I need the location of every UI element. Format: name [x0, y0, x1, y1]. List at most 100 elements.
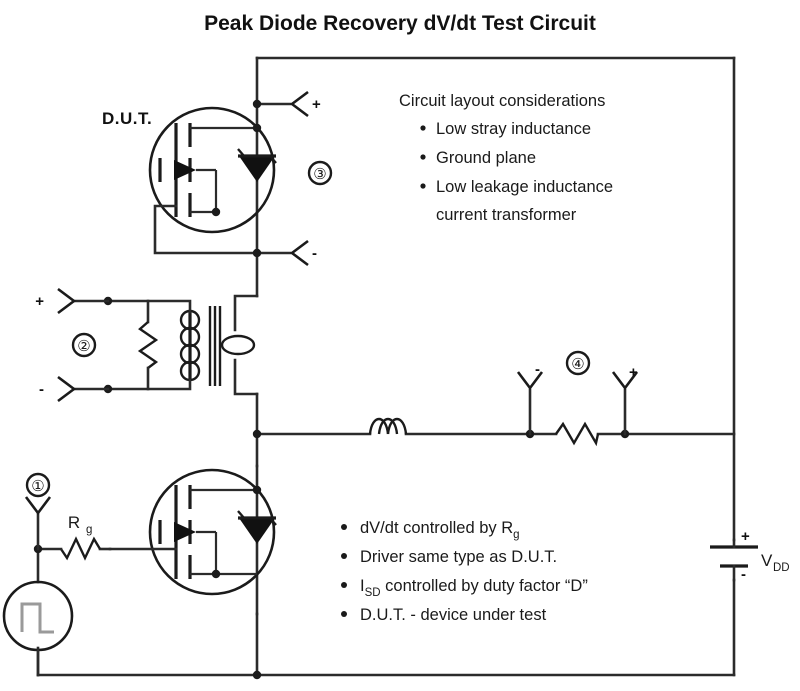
bullet-text-3: D.U.T. - device under test: [360, 606, 547, 624]
layout-item-2: Low leakage inductance: [436, 178, 613, 196]
bullet-text-0-pre: dV/dt controlled by R: [360, 519, 513, 537]
probe-2-plus-polarity: +: [35, 293, 44, 310]
gate-resistor[interactable]: [36, 536, 112, 561]
inductor-loop-2: [377, 417, 399, 435]
bullet-text-1: Driver same type as D.U.T.: [360, 548, 557, 566]
pulse-source-circle: [2, 580, 74, 652]
probe-3-minus[interactable]: -: [255, 239, 317, 267]
bullet-text-2-pre: I: [360, 577, 365, 595]
bullet-dot-3: [341, 611, 347, 617]
probe-3-minus-polarity: -: [312, 245, 317, 262]
probe-4-plus-polarity: +: [629, 364, 638, 381]
primary-lead-bottom: [106, 378, 192, 391]
notes-bullet-list: dV/dt controlled by Rg Driver same type …: [341, 519, 588, 624]
driver-mosfet[interactable]: [108, 468, 277, 596]
probe-1-tip: [24, 496, 52, 516]
series-inductor[interactable]: [368, 417, 408, 435]
mid-node: [252, 429, 262, 439]
layout-item-1: Ground plane: [436, 149, 536, 167]
marker-4-number: ④: [571, 356, 584, 373]
probe-1[interactable]: [24, 496, 52, 551]
marker-3-circle: [307, 160, 333, 186]
layout-bullet-dot-2: [420, 183, 426, 189]
probe-3-minus-tip: [289, 239, 309, 267]
marker-2-number: ②: [77, 338, 90, 355]
marker-2-circle: [71, 332, 97, 358]
battery-minus: -: [741, 566, 746, 583]
transformer-primary: [179, 309, 201, 382]
layout-bullet-dot-0: [420, 125, 426, 131]
driver-source-node: [211, 569, 221, 579]
probe-2-minus-tip: [57, 375, 77, 403]
inductor-loop-1: [368, 417, 390, 435]
driver-body-diode-tick-right: [269, 517, 277, 526]
driver-drain-node: [252, 485, 262, 495]
inductor-loop-3: [386, 417, 408, 435]
dut-source-node: [211, 207, 221, 217]
dut-gate-lead: [153, 204, 259, 255]
dut-body-arrow: [174, 160, 196, 180]
driver-body-arrow: [174, 522, 196, 542]
probe-2-plus[interactable]: +: [35, 287, 110, 315]
dut-label: D.U.T.: [102, 109, 152, 128]
pulse-generator[interactable]: [2, 544, 74, 677]
dut-body-diode-tick-right: [269, 155, 277, 164]
bullet-text-3-pre: D.U.T. - device under test: [360, 606, 547, 624]
dut-drain-node: [252, 123, 262, 133]
probe-4-minus-tip: [516, 371, 544, 391]
marker-4-circle: [565, 350, 591, 376]
bullet-text-0: dV/dt controlled by Rg: [360, 519, 520, 541]
probe-3-minus-node: [252, 248, 262, 258]
rg-label-main: R: [68, 513, 80, 532]
bullet-dot-1: [341, 553, 347, 559]
wire-xfmr-sec-in: [233, 294, 259, 332]
primary-lead-top: [106, 299, 192, 314]
layout-considerations: Circuit layout considerations Low stray …: [399, 92, 613, 224]
probe-4-plus[interactable]: +: [611, 364, 639, 436]
probe-3-plus-tip: [289, 90, 309, 118]
probe-3-plus-node: [252, 99, 262, 109]
driver-body-diode-triangle: [239, 518, 275, 544]
dut-device-circle: [148, 106, 276, 234]
layout-bullet-dot-1: [420, 154, 426, 160]
probe-3-plus-polarity: +: [312, 96, 321, 113]
bullet-text-2-sub: SD: [365, 587, 381, 599]
driver-body-diode-tick-left: [237, 510, 245, 519]
burden-resistor: [137, 321, 159, 369]
dut-body-diode-tick-left: [237, 148, 245, 157]
wire-xfmr-sec-out: [233, 358, 259, 396]
supply-battery[interactable]: + -: [710, 528, 758, 583]
bullet-text-2: ISD controlled by duty factor “D”: [360, 577, 588, 599]
probe-2-plus-tip: [57, 287, 77, 315]
dut-mosfet[interactable]: [148, 106, 277, 255]
current-transformer[interactable]: [103, 296, 256, 394]
probe-4-minus-polarity: -: [535, 361, 540, 378]
rg-zigzag: [60, 536, 102, 561]
layout-item-3: current transformer: [436, 206, 577, 224]
probe-3-plus[interactable]: +: [255, 90, 321, 118]
marker-1-number: ①: [31, 478, 44, 495]
marker-3-number: ③: [313, 166, 326, 183]
probe-2-minus-polarity: -: [39, 381, 44, 398]
sense-resistor-zigzag: [555, 421, 600, 447]
bullet-text-0-sub: g: [513, 529, 519, 541]
dut-body-diode-triangle: [239, 156, 275, 182]
pulse-waveform-icon: [20, 602, 54, 634]
bullet-dot-0: [341, 524, 347, 530]
battery-plus: +: [741, 528, 750, 545]
bullet-dot-2: [341, 582, 347, 588]
sense-resistor[interactable]: [555, 421, 600, 447]
probe-2-minus[interactable]: -: [39, 375, 110, 403]
transformer-core: [208, 306, 222, 386]
layout-considerations-heading: Circuit layout considerations: [399, 92, 605, 110]
driver-device-circle: [148, 468, 276, 596]
bottom-rail-node: [252, 670, 262, 680]
marker-1-circle: [25, 472, 51, 498]
probe-4-minus[interactable]: -: [516, 361, 544, 436]
layout-item-0: Low stray inductance: [436, 120, 591, 138]
bullet-text-2-post: controlled by duty factor “D”: [381, 577, 588, 595]
probe-4-plus-tip: [611, 371, 639, 391]
marker-3: ③: [307, 160, 333, 186]
